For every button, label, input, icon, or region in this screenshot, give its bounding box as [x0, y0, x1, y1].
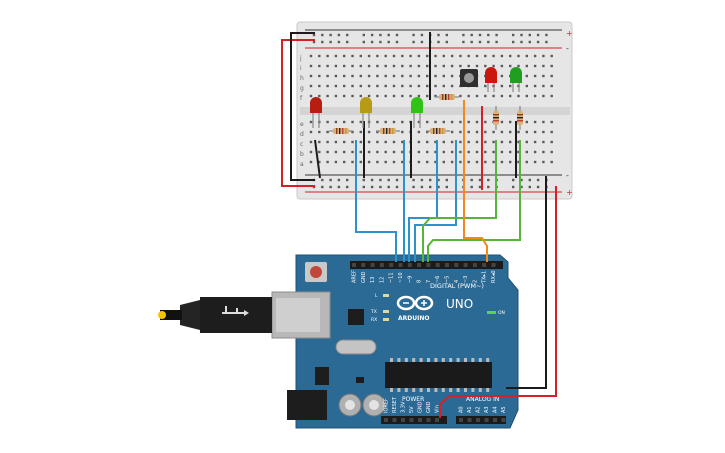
- on-led: [487, 311, 496, 314]
- power-pin-label: GND: [426, 401, 432, 413]
- row-letter: j: [299, 55, 302, 62]
- digital-pin-label: 13: [370, 277, 376, 283]
- digital-pin-label: AREF: [352, 270, 358, 283]
- digital-pin-label: ~6: [435, 276, 441, 283]
- row-letter: i: [300, 65, 302, 72]
- power-pin-label: 5V: [409, 406, 415, 413]
- analog-header-label: ANALOG IN: [466, 396, 499, 403]
- analog-pin-label: A4: [493, 406, 499, 413]
- led-green: [411, 97, 423, 128]
- breadboard: + - - + j i h g f e d c b a: [296, 21, 573, 200]
- digital-pin-label: ~3: [463, 276, 469, 283]
- pushbutton[interactable]: [460, 69, 478, 87]
- led-green-2: [510, 67, 522, 92]
- analog-pin-label: A0: [459, 406, 465, 413]
- row-letter: e: [300, 121, 304, 128]
- tx-led: [383, 310, 389, 313]
- rx-led-label: RX: [371, 317, 377, 323]
- signal-wires: [355, 100, 557, 418]
- crystal: [335, 339, 377, 355]
- analog-header: [456, 416, 506, 424]
- tx-led-label: TX: [370, 309, 377, 315]
- digital-pin-label: TX▸1: [482, 271, 488, 284]
- row-letter: g: [300, 85, 304, 92]
- terminal-strip-bottom: [309, 120, 553, 164]
- led-red: [310, 97, 322, 128]
- components: [310, 67, 523, 134]
- row-letter: b: [300, 151, 304, 158]
- power-pin-label: GND: [418, 401, 424, 413]
- power-header-label: POWER: [402, 396, 424, 403]
- power-jack: [287, 390, 327, 420]
- power-pin-label: Vin: [435, 405, 441, 413]
- microcontroller-chip: [385, 362, 492, 388]
- analog-pin-label: A3: [484, 406, 490, 413]
- rail-plus-label-bottom: +: [566, 188, 573, 197]
- row-letter: d: [300, 131, 304, 138]
- digital-pin-label: 2: [472, 280, 478, 283]
- usb-cable: [158, 297, 272, 333]
- resistor: [435, 94, 459, 100]
- brand-label: ARDUINO: [398, 315, 429, 322]
- rail-minus-label-bottom: -: [566, 171, 569, 180]
- analog-pin-label: A5: [501, 406, 507, 413]
- digital-pin-label: 7: [426, 280, 432, 283]
- l-led: [383, 294, 389, 297]
- digital-pin-label: RX◂0: [491, 270, 497, 283]
- power-pin-label: 3.3V: [401, 401, 407, 413]
- row-letter: a: [300, 161, 304, 168]
- resistor: [517, 106, 523, 130]
- power-pin-label: IOREF: [384, 398, 390, 413]
- digital-pin-label: ~9: [407, 276, 413, 283]
- usb-chip: [348, 309, 364, 325]
- digital-pin-label: ~5: [445, 276, 451, 283]
- power-pin-label: RESET: [392, 396, 398, 413]
- analog-pin-label: A2: [476, 406, 482, 413]
- led-red-2: [485, 67, 497, 92]
- digital-pin-label: ~10: [398, 272, 404, 283]
- regulator: [315, 367, 329, 385]
- resistor: [426, 128, 450, 134]
- power-header: [381, 416, 447, 424]
- digital-pin-label: GND: [361, 271, 367, 283]
- board-model-label: UNO: [446, 297, 473, 311]
- resistor: [329, 128, 353, 134]
- digital-pin-label: ~11: [389, 272, 395, 283]
- digital-header-label: DIGITAL (PWM~): [430, 282, 484, 290]
- row-letter: f: [300, 95, 303, 102]
- rail-plus-label: +: [566, 29, 573, 38]
- resistor: [493, 106, 499, 130]
- row-letter: c: [300, 141, 303, 148]
- row-letter: h: [300, 75, 304, 82]
- on-led-label: ON: [498, 310, 505, 316]
- arduino-logo: [396, 295, 434, 311]
- rx-led: [383, 318, 389, 321]
- rail-minus-label: -: [566, 44, 569, 53]
- digital-pin-label: 12: [379, 277, 385, 283]
- analog-pin-label: A1: [467, 406, 473, 413]
- power-rail-bottom: [312, 178, 548, 189]
- led-yellow: [360, 97, 372, 128]
- l-led-label: L: [375, 293, 378, 299]
- resistor: [376, 128, 400, 134]
- digital-pin-label: 4: [454, 280, 460, 283]
- digital-pin-label: 8: [417, 280, 423, 283]
- breadboard-wires: [281, 32, 517, 190]
